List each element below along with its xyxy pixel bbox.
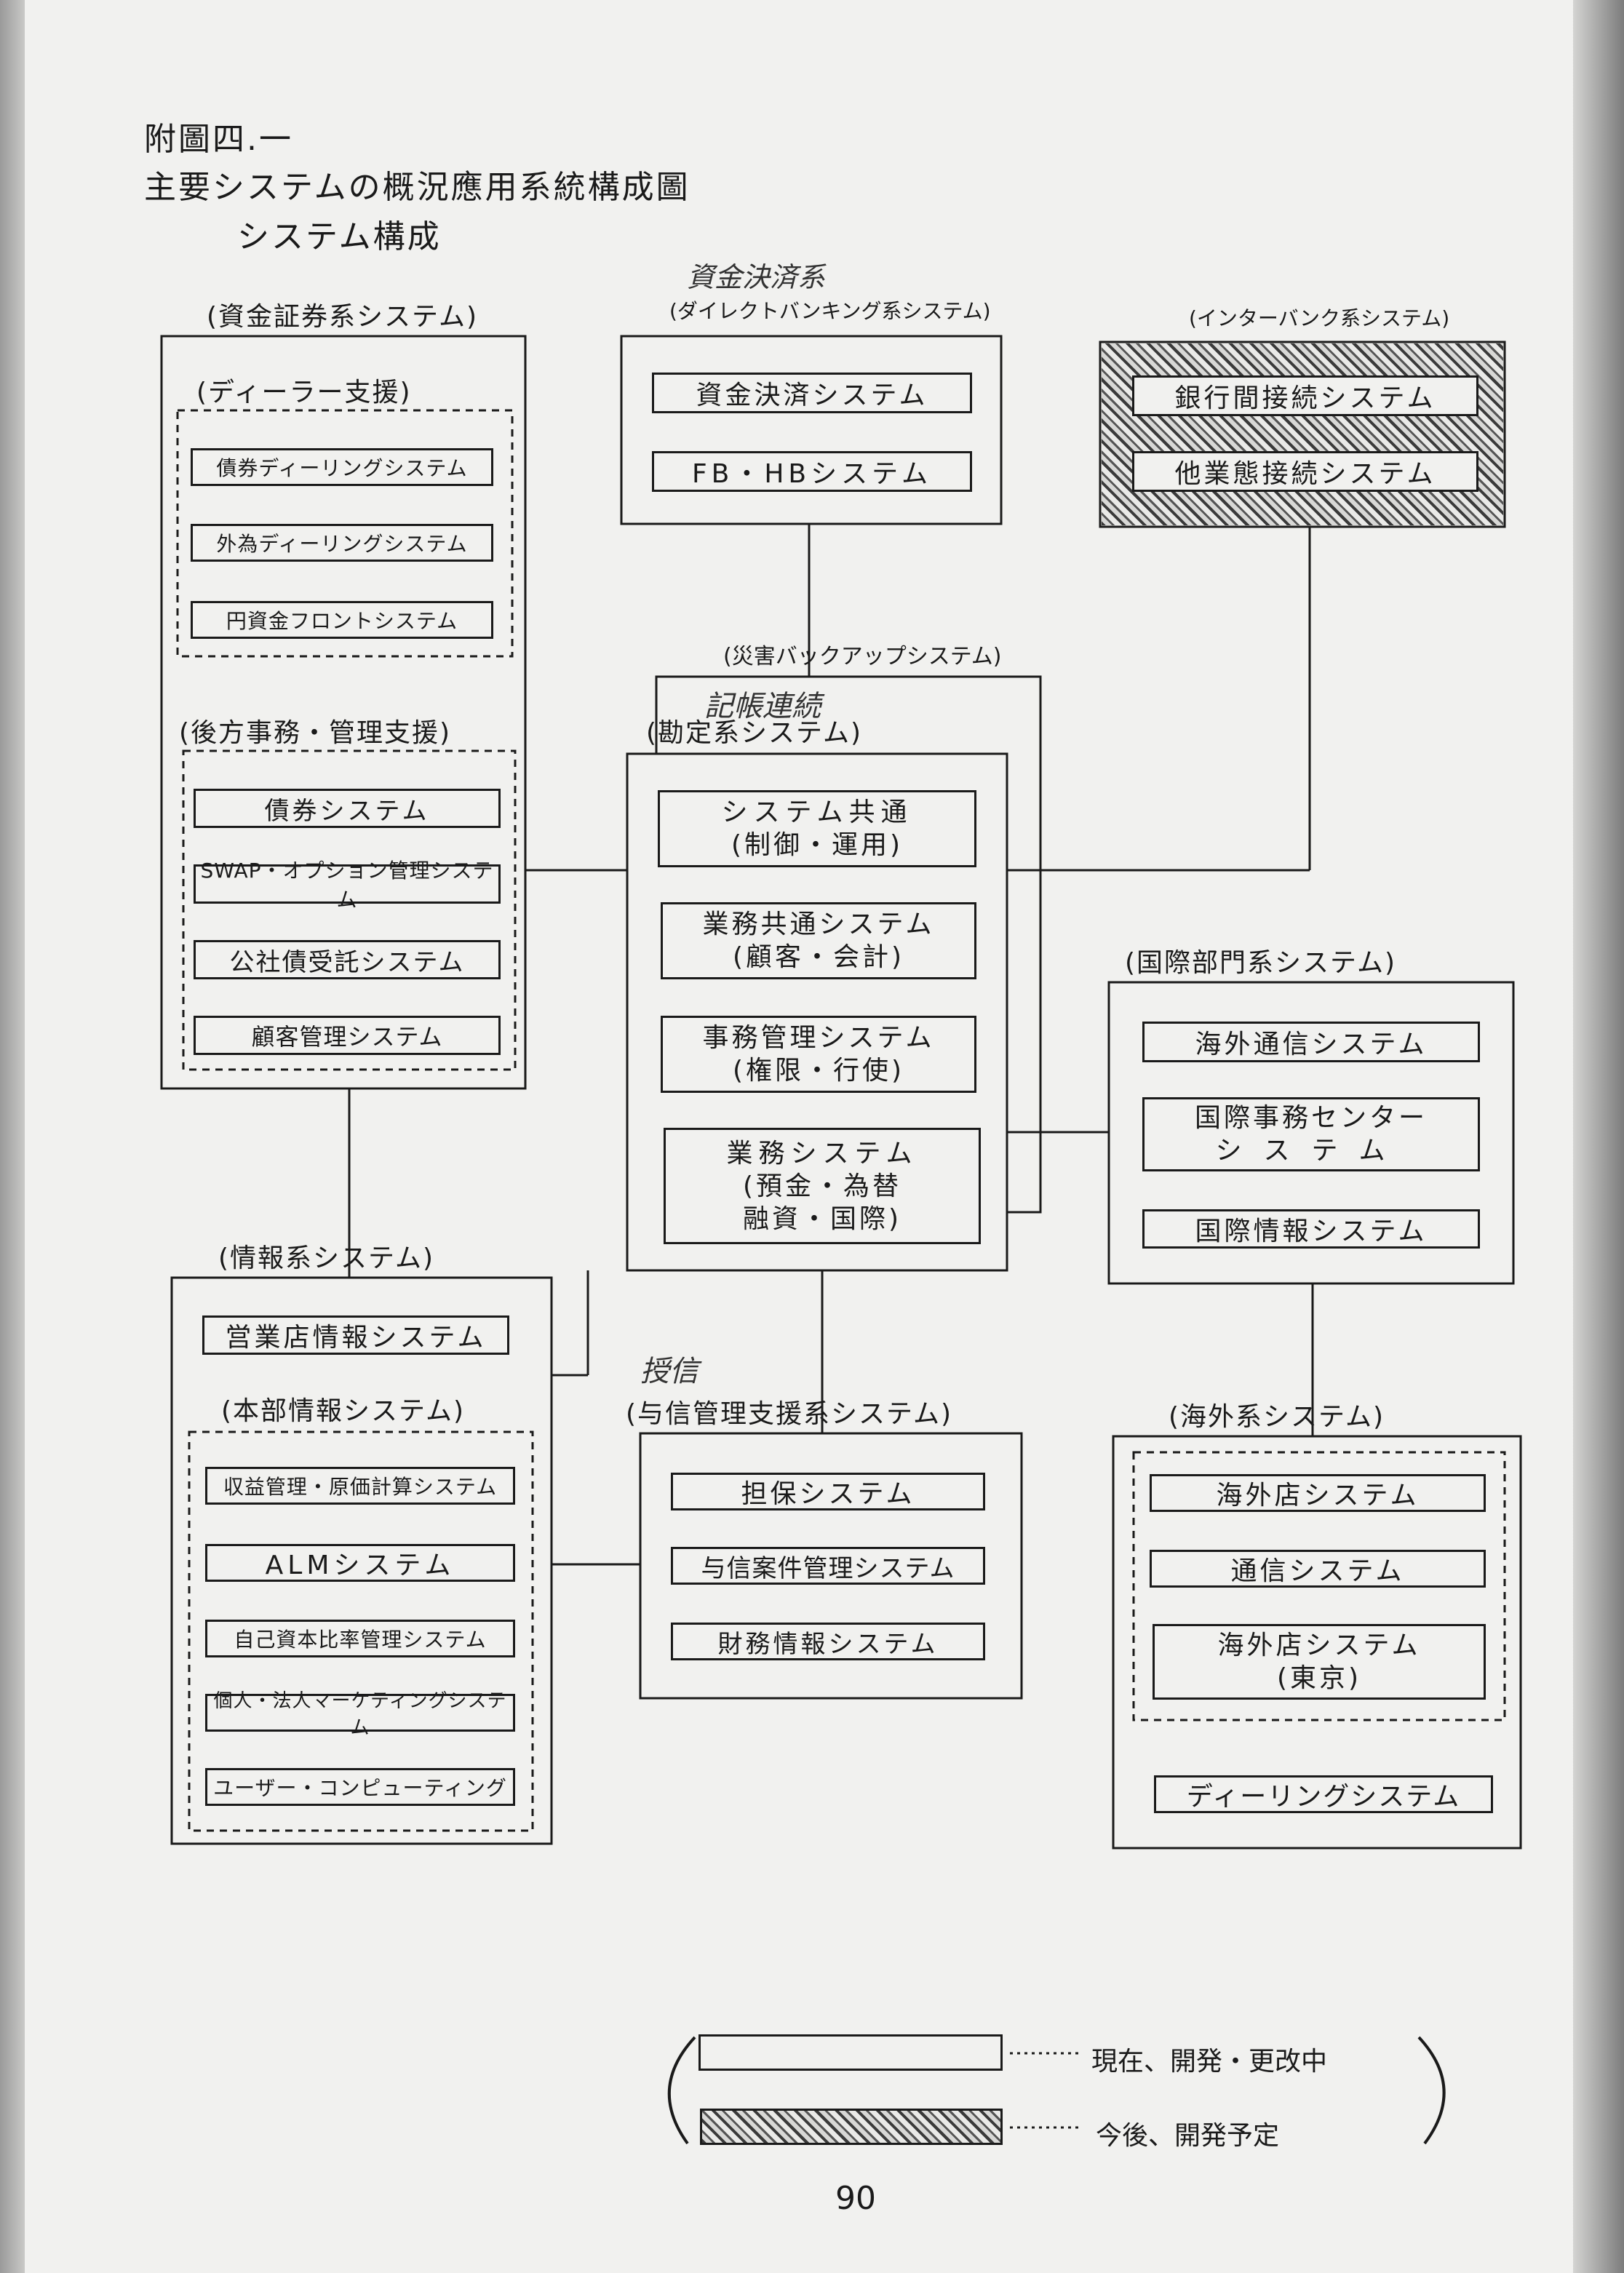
kanjo-item-4: 業務システム (預金・為替 融資・国際)	[664, 1128, 981, 1244]
shikin-dealer-item-2: 外為ディーリングシステム	[191, 524, 493, 562]
legend-future-label: 今後、開発予定	[1096, 2121, 1280, 2151]
honbu-item-2: ALMシステム	[205, 1544, 515, 1582]
kokusai-item-2: 国際事務センター システム	[1142, 1097, 1480, 1171]
shikin-group-frame	[160, 335, 527, 1090]
shikin-backoffice-item-1: 債券システム	[194, 789, 501, 828]
honbu-subgroup-label: (本部情報システム)	[221, 1396, 466, 1426]
shikin-backoffice-item-4: 顧客管理システム	[194, 1016, 501, 1055]
interbank-group-label: (インターバンク系システム)	[1189, 306, 1450, 330]
kaigai-item-3: 海外店システム (東京)	[1153, 1624, 1486, 1700]
direct-item-2: FB・HBシステム	[652, 451, 972, 492]
scan-edge-right	[1573, 0, 1624, 2273]
kanjo-item-2-line1: 業務共通システム	[702, 909, 935, 939]
kanjo-item-1: システム共通 (制御・運用)	[658, 790, 976, 867]
kokusai-group-label: (国際部門系システム)	[1125, 948, 1397, 978]
scan-edge-left	[0, 0, 25, 2273]
kaigai-item-3-line2: (東京)	[1276, 1663, 1362, 1693]
shikin-backoffice-item-3: 公社債受託システム	[194, 940, 501, 979]
yoshin-group-frame	[639, 1432, 1023, 1700]
kanjo-group-frame	[626, 752, 1008, 1272]
shikin-dealer-item-3: 円資金フロントシステム	[191, 601, 493, 639]
kaigai-item-2: 通信システム	[1150, 1550, 1486, 1588]
interbank-planned-hatch	[1102, 343, 1503, 525]
joho-group-label: (情報系システム)	[218, 1243, 435, 1273]
kaigai-item-3-line1: 海外店システム	[1217, 1631, 1421, 1660]
honbu-item-5: ユーザー・コンピューティング	[205, 1768, 515, 1806]
kaigai-group-label: (海外系システム)	[1169, 1402, 1385, 1432]
legend-future-swatch	[700, 2109, 1003, 2145]
dealer-subgroup-label: (ディーラー支援)	[196, 378, 412, 407]
kanjo-item-3-line1: 事務管理システム	[702, 1023, 935, 1053]
yoshin-item-1: 担保システム	[671, 1473, 985, 1510]
shikin-group-label: (資金証券系システム)	[207, 302, 479, 332]
kaigai-dealing-item: ディーリングシステム	[1154, 1775, 1493, 1813]
joho-group-frame	[170, 1276, 553, 1845]
backoffice-subgroup	[182, 749, 517, 1071]
direct-handwritten-note: 資金決済系	[687, 261, 826, 293]
kanjo-item-2: 業務共通システム (顧客・会計)	[661, 902, 976, 979]
yoshin-item-3: 財務情報システム	[671, 1623, 985, 1660]
shikin-backoffice-item-2: SWAP・オプション管理システム	[194, 859, 501, 912]
kokusai-item-2-line1: 国際事務センター	[1194, 1103, 1428, 1133]
interbank-item-2: 他業態接続システム	[1132, 451, 1478, 492]
shikin-dealer-item-1: 債券ディーリングシステム	[191, 448, 493, 486]
kanjo-item-1-line1: システム共通	[721, 797, 913, 827]
kanjo-handwritten-note: 記帳連続	[704, 690, 821, 723]
dealer-subgroup	[176, 409, 514, 658]
page-title: 主要システムの概況應用系統構成圖	[144, 169, 690, 206]
legend-current-label: 現在、開発・更改中	[1091, 2047, 1328, 2077]
kokusai-item-2-line2: システム	[1215, 1136, 1407, 1166]
kanjo-item-4-line2: (預金・為替	[742, 1171, 902, 1201]
legend-bracket-right	[1417, 2036, 1446, 2145]
kanjo-item-4-line3: 融資・国際)	[742, 1203, 902, 1234]
kanjo-item-3-line2: (権限・行使)	[732, 1056, 905, 1086]
kaigai-subgroup	[1132, 1451, 1506, 1721]
kanjo-group-label: (勘定系システム)	[646, 718, 863, 748]
kaigai-item-1: 海外店システム	[1150, 1474, 1486, 1512]
kanjo-item-3: 事務管理システム (権限・行使)	[661, 1016, 976, 1093]
kokusai-item-3: 国際情報システム	[1142, 1209, 1480, 1249]
kanjo-item-4-line1: 業務システム	[726, 1138, 918, 1169]
interbank-group-frame	[1099, 341, 1506, 528]
interbank-item-1: 銀行間接続システム	[1132, 375, 1478, 416]
direct-group-frame	[620, 335, 1003, 525]
backup-group-label: (災害バックアップシステム)	[723, 644, 1002, 669]
yoshin-group-label: (与信管理支援系システム)	[626, 1399, 953, 1429]
yoshin-handwritten-note: 授信	[640, 1355, 698, 1388]
honbu-item-3: 自己資本比率管理システム	[205, 1620, 515, 1657]
page-subtitle: システム構成	[237, 218, 442, 255]
yoshin-item-2: 与信案件管理システム	[671, 1547, 985, 1585]
honbu-item-4: 個人・法人マーケティングシステム	[205, 1690, 515, 1739]
backoffice-subgroup-label: (後方事務・管理支援)	[179, 718, 452, 748]
legend-bracket-left	[667, 2036, 696, 2145]
joho-eigyoten-item: 営業店情報システム	[202, 1315, 509, 1355]
honbu-subgroup	[188, 1430, 534, 1832]
kaigai-group-frame	[1112, 1435, 1522, 1850]
kanjo-item-1-line2: (制御・運用)	[731, 830, 904, 860]
figure-label: 附圖四.一	[144, 121, 293, 158]
page-number: 90	[835, 2180, 876, 2217]
honbu-item-1: 収益管理・原価計算システム	[205, 1467, 515, 1505]
legend-current-swatch	[698, 2034, 1003, 2071]
direct-item-1: 資金決済システム	[652, 373, 972, 413]
direct-group-label: (ダイレクトバンキング系システム)	[669, 299, 991, 323]
kokusai-item-1: 海外通信システム	[1142, 1022, 1480, 1062]
kanjo-item-2-line2: (顧客・会計)	[732, 942, 905, 972]
